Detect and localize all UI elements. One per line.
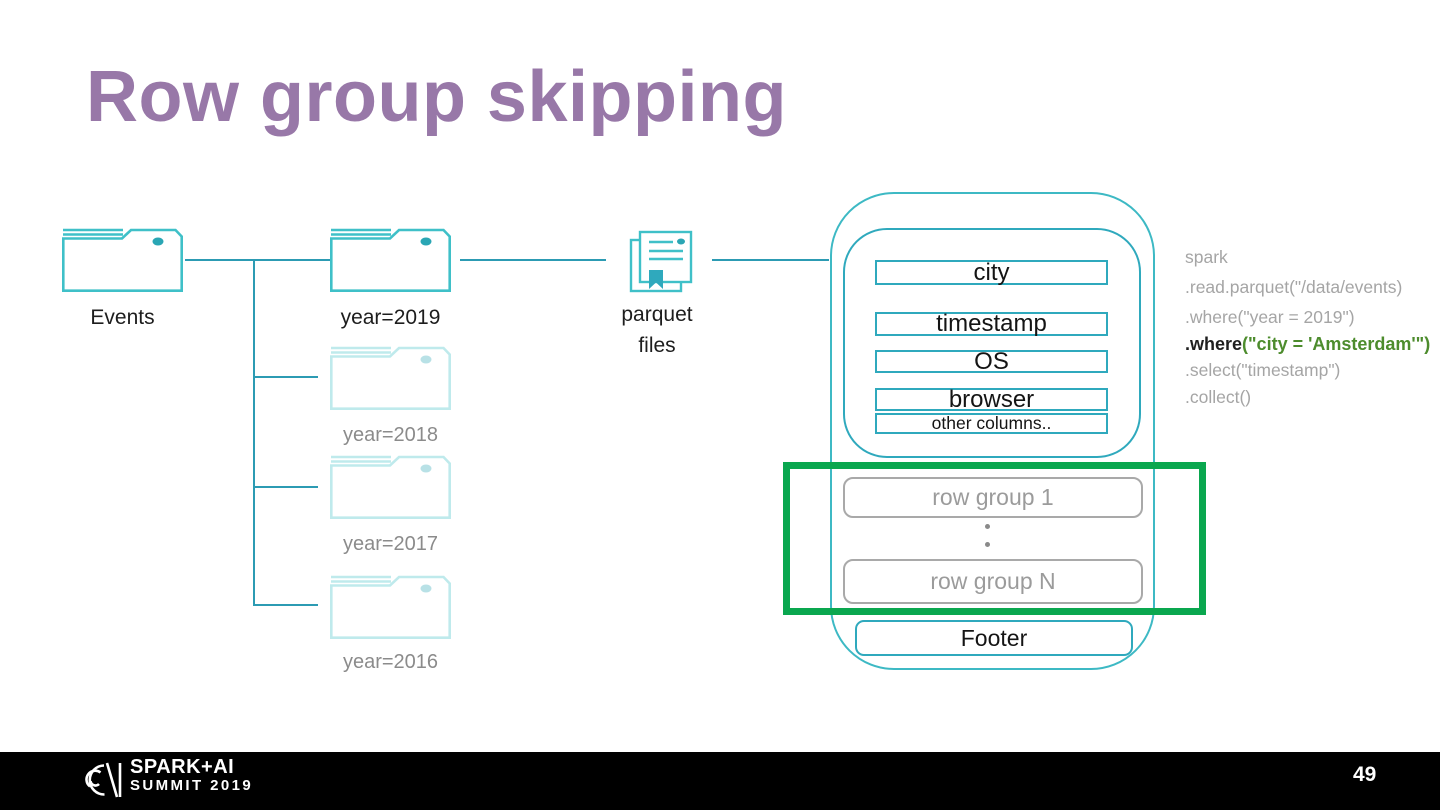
folder-2017-icon bbox=[330, 455, 451, 519]
connector-vertical-trunk bbox=[253, 259, 255, 606]
connector-branch-2017 bbox=[253, 486, 318, 488]
folder-2018-label: year=2018 bbox=[342, 424, 439, 446]
row-group-highlight-rect bbox=[783, 462, 1206, 615]
parquet-files-icon bbox=[628, 230, 694, 294]
code-line-spark: spark bbox=[1185, 247, 1228, 267]
ellipsis-dot bbox=[985, 542, 990, 547]
connector-parquet-file bbox=[712, 259, 829, 261]
column-box-other: other columns.. bbox=[875, 413, 1108, 434]
logo-text-summit-2019: SUMMIT 2019 bbox=[130, 777, 254, 794]
code-where-city-args: ("city = 'Amsterdam'") bbox=[1242, 334, 1431, 354]
parquet-files-label-line2: files bbox=[638, 334, 676, 357]
connector-branch-2018 bbox=[253, 376, 318, 378]
code-where-keyword: .where bbox=[1185, 334, 1243, 354]
code-line-read-parquet: .read.parquet("/data/events) bbox=[1185, 277, 1403, 297]
parquet-files-label: parquet files bbox=[592, 299, 722, 361]
page-number: 49 bbox=[1353, 763, 1377, 786]
code-line-where-city: .where("city = 'Amsterdam'") bbox=[1185, 334, 1430, 355]
column-box-city: city bbox=[875, 259, 1108, 286]
row-group-n-box: row group N bbox=[843, 559, 1143, 604]
parquet-file-container bbox=[830, 192, 1155, 670]
code-line-collect: .collect() bbox=[1185, 387, 1252, 407]
file-footer-box: Footer bbox=[855, 620, 1133, 656]
connector-events-2019 bbox=[185, 259, 330, 261]
row-group-1-box: row group 1 bbox=[843, 477, 1143, 518]
ellipsis-dot bbox=[985, 524, 990, 529]
code-line-select: .select("timestamp") bbox=[1185, 360, 1341, 380]
slide-title: Row group skipping bbox=[86, 57, 787, 137]
parquet-files-label-line1: parquet bbox=[621, 303, 693, 326]
folder-2019-label: year=2019 bbox=[340, 306, 441, 329]
column-box-os: OS bbox=[875, 348, 1108, 375]
code-line-where-year: .where("year = 2019") bbox=[1185, 307, 1355, 327]
logo-text-spark-ai: SPARK+AI bbox=[130, 756, 235, 778]
connector-branch-2016 bbox=[253, 604, 318, 606]
column-chunk-container bbox=[843, 228, 1141, 458]
folder-2017-label: year=2017 bbox=[342, 533, 439, 555]
folder-2016-icon bbox=[330, 575, 451, 639]
folder-2018-icon bbox=[330, 346, 451, 410]
folder-events-icon bbox=[62, 228, 183, 292]
folder-2019-icon bbox=[330, 228, 451, 292]
folder-2016-label: year=2016 bbox=[342, 651, 439, 673]
folder-events-label: Events bbox=[90, 306, 155, 329]
column-box-timestamp: timestamp bbox=[875, 310, 1108, 337]
spark-ai-logo-glyph-icon bbox=[76, 757, 122, 803]
column-box-browser: browser bbox=[875, 386, 1108, 413]
connector-2019-parquet bbox=[460, 259, 606, 261]
bottom-bar bbox=[0, 752, 1440, 810]
